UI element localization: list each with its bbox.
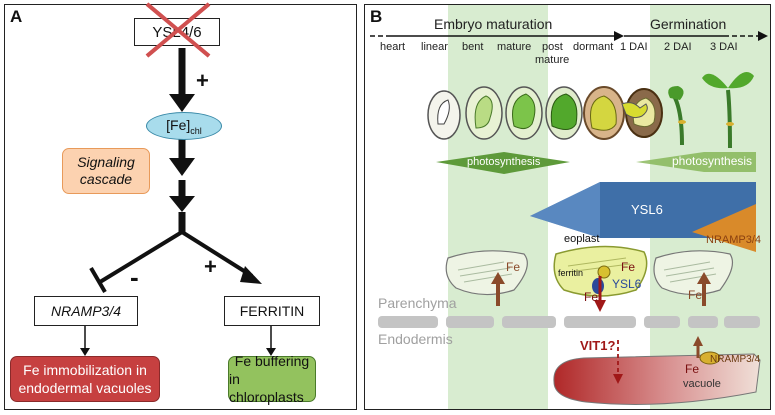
nramp-box-label: NRAMP3/4 — [50, 303, 122, 319]
cross-out-icon — [145, 2, 211, 58]
photosynthesis-band-right — [636, 152, 756, 172]
seed-post-mature — [583, 86, 625, 140]
fe-label-center-top: Fe — [621, 260, 636, 274]
stage-1dai: 1 DAI — [620, 41, 648, 53]
germination-label: Germination — [650, 16, 727, 32]
embryo-maturation-label: Embryo maturation — [434, 16, 553, 32]
fe-label-vacuole: Fe — [685, 362, 700, 376]
vit1-label: VIT1? — [580, 338, 616, 353]
nramp-small-label: NRAMP3/4 — [710, 354, 761, 365]
ferritin-label: ferritin — [558, 268, 584, 278]
fe-arrowhead-right — [697, 272, 711, 284]
stage-dormant: dormant — [573, 41, 614, 53]
fe-arrowhead-left — [491, 272, 505, 284]
signaling-line1: Signaling — [77, 154, 135, 170]
eoplast-label: eoplast — [564, 233, 600, 245]
arrowhead-branch — [169, 196, 195, 212]
immob-line2: endodermal vacuoles — [18, 380, 152, 396]
cell-row — [378, 316, 760, 328]
ysl6-small-label: YSL6 — [612, 277, 642, 291]
endodermis-label: Endodermis — [378, 331, 453, 347]
signaling-line2: cascade — [79, 171, 133, 187]
buffer-line1: Fe buffering — [234, 353, 310, 369]
photosynthesis-label-left: photosynthesis — [467, 156, 541, 168]
seed-bent — [505, 86, 543, 140]
inhibit-branch — [98, 230, 184, 284]
arrowhead-fechl — [169, 94, 195, 112]
timeline-arrow-2 — [758, 31, 768, 41]
fe-label-left: Fe — [506, 260, 521, 274]
photosynthesis-band-left — [436, 152, 570, 174]
seed-heart — [427, 90, 461, 140]
activate-arrowhead — [240, 266, 262, 284]
stage-linear: linear — [421, 41, 448, 53]
stage-bent: bent — [462, 41, 484, 53]
fe-chl-ellipse: [Fe]chl — [146, 112, 222, 140]
stage-post-mature: mature — [535, 54, 570, 66]
activate-branch — [180, 230, 254, 278]
panel-a-letter: A — [10, 7, 23, 26]
panel-b-letter: B — [370, 7, 383, 26]
arrowhead-signal — [169, 158, 195, 176]
ferritin-box-label: FERRITIN — [239, 303, 305, 319]
seedling-3dai — [702, 72, 754, 149]
stage-2dai: 2 DAI — [664, 41, 692, 53]
panel-b-graphics — [370, 31, 768, 405]
inhibit-bar — [89, 266, 107, 294]
seed-linear — [465, 86, 503, 140]
ferritin-box: FERRITIN — [224, 296, 320, 326]
green-band-left — [448, 5, 548, 409]
fe-label-center-bottom: Fe — [584, 290, 599, 304]
plastid-center — [553, 245, 648, 297]
nramp-box: NRAMP3/4 — [34, 296, 138, 326]
seedling-1dai — [621, 102, 648, 119]
ysl6-band-label: YSL6 — [631, 202, 663, 217]
timeline-arrow-1 — [614, 31, 624, 41]
vit1-arrowhead — [613, 374, 623, 384]
nramp-band — [692, 204, 756, 252]
fe-chl-label: [Fe]chl — [166, 117, 202, 136]
vacuole-shape — [553, 353, 761, 405]
immob-line1: Fe immobilization in — [23, 362, 147, 378]
fe-arrowhead-center — [594, 300, 606, 312]
plastid-right — [653, 250, 733, 296]
seedling-2dai — [668, 86, 686, 146]
buffer-line2: in chloroplasts — [229, 371, 304, 405]
fe-arrowhead-vacuole — [693, 336, 703, 346]
stage-heart: heart — [380, 41, 406, 53]
seed-mature — [545, 86, 583, 140]
plus-bottom: + — [204, 254, 217, 279]
arrowhead-ferritin-down — [266, 348, 276, 356]
plastid-left — [445, 250, 528, 296]
immobilization-box: Fe immobilization in endodermal vacuoles — [10, 356, 160, 402]
signaling-box: Signaling cascade — [62, 148, 150, 194]
stage-3dai: 3 DAI — [710, 41, 738, 53]
vacuole-label: vacuole — [683, 378, 721, 390]
parenchyma-label: Parenchyma — [378, 295, 457, 311]
minus-sign: - — [130, 262, 139, 292]
buffering-box: Fe buffering in chloroplasts — [228, 353, 316, 405]
plus-top: + — [196, 68, 209, 93]
photosynthesis-label-right: photosynthesis — [672, 154, 753, 168]
nramp-band-label: NRAMP3/4 — [706, 234, 762, 246]
ysl6-band-shade — [530, 182, 600, 238]
stage-mature: mature — [497, 41, 532, 53]
arrowhead-nramp-down — [80, 348, 90, 356]
fe-chl-main: [Fe] — [166, 116, 191, 133]
fe-label-right: Fe — [688, 288, 703, 302]
fe-chl-sub: chl — [190, 125, 202, 136]
nramp-transporter — [699, 351, 721, 365]
stage-post: post — [542, 41, 563, 53]
